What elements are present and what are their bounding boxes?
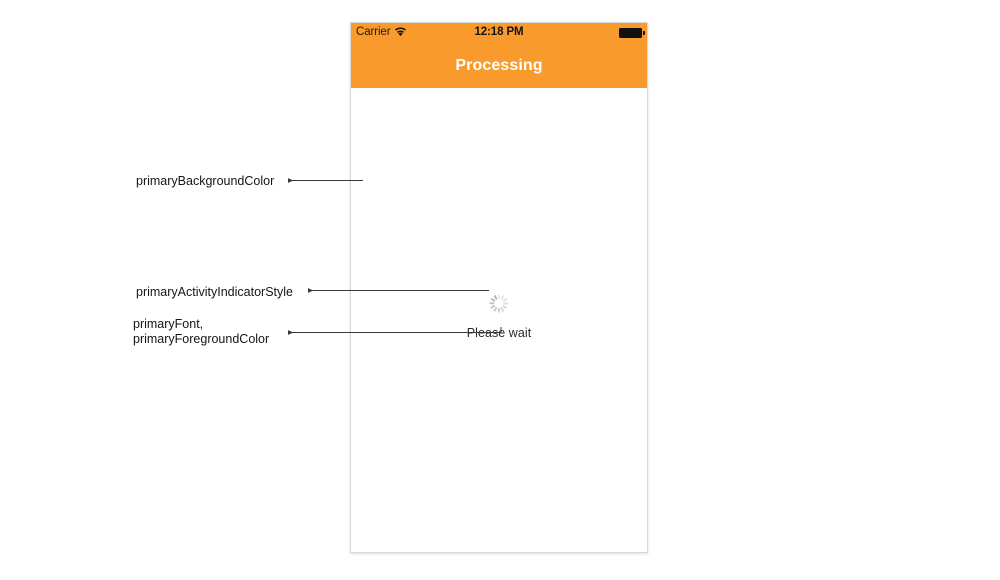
wifi-icon [394, 24, 407, 42]
spinner-spoke [503, 302, 509, 304]
clock-label: 12:18 PM [474, 26, 524, 39]
spinner-spoke [498, 293, 500, 299]
please-wait-label: Please wait [466, 326, 532, 340]
activity-indicator-spinner [489, 293, 509, 313]
carrier-label: Carrier [356, 26, 391, 39]
status-bar: Carrier 12:18 PM [351, 23, 647, 43]
annotation-primary-font-foreground-color: primaryFont, primaryForegroundColor [133, 317, 270, 346]
annotation-primary-background-color: primaryBackgroundColor [136, 174, 275, 188]
spinner-spoke [498, 307, 500, 313]
annotation-primary-activity-indicator-style: primaryActivityIndicatorStyle [136, 285, 293, 299]
navigation-bar: Processing [351, 43, 647, 88]
screen-background: Please wait [351, 88, 647, 552]
status-bar-right [619, 23, 645, 43]
spinner-spoke [489, 302, 495, 304]
status-bar-center: 12:18 PM [351, 23, 647, 43]
battery-full-icon [619, 28, 645, 38]
iphone-device-frame: Carrier 12:18 PM Processing [350, 22, 648, 553]
status-bar-left: Carrier [356, 23, 407, 43]
processing-block: Please wait [351, 293, 647, 340]
page-title: Processing [455, 56, 543, 74]
